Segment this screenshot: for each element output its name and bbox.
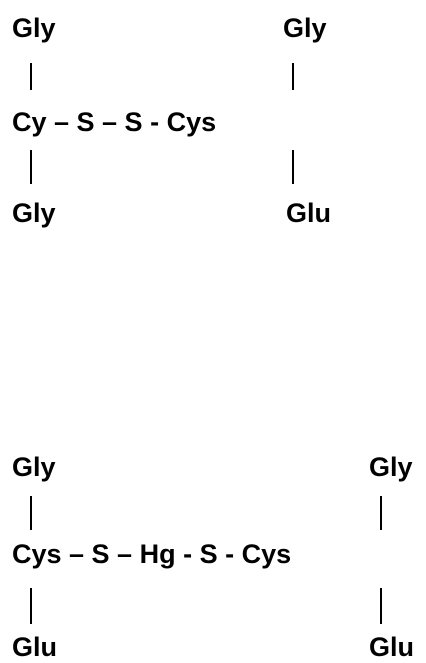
mercury-chain: Cys – S – Hg - S - Cys (12, 539, 292, 569)
bond-top-right (292, 63, 294, 90)
bond-top-left (30, 496, 32, 530)
bond-top-right (380, 496, 382, 530)
residue-top-right: Gly (369, 452, 413, 482)
bond-bottom-right (292, 150, 294, 184)
residue-bottom-left: Glu (12, 632, 57, 662)
bond-bottom-right (380, 588, 382, 624)
bond-top-left (30, 63, 32, 90)
residue-top-left: Gly (12, 13, 56, 43)
residue-top-left: Gly (12, 452, 56, 482)
bond-bottom-left (30, 150, 32, 184)
residue-bottom-right: Glu (369, 632, 414, 662)
residue-top-right: Gly (283, 13, 327, 43)
residue-bottom-right: Glu (286, 198, 331, 228)
bond-bottom-left (30, 588, 32, 624)
residue-bottom-left: Gly (12, 198, 56, 228)
disulfide-chain: Cy – S – S - Cys (12, 107, 217, 137)
